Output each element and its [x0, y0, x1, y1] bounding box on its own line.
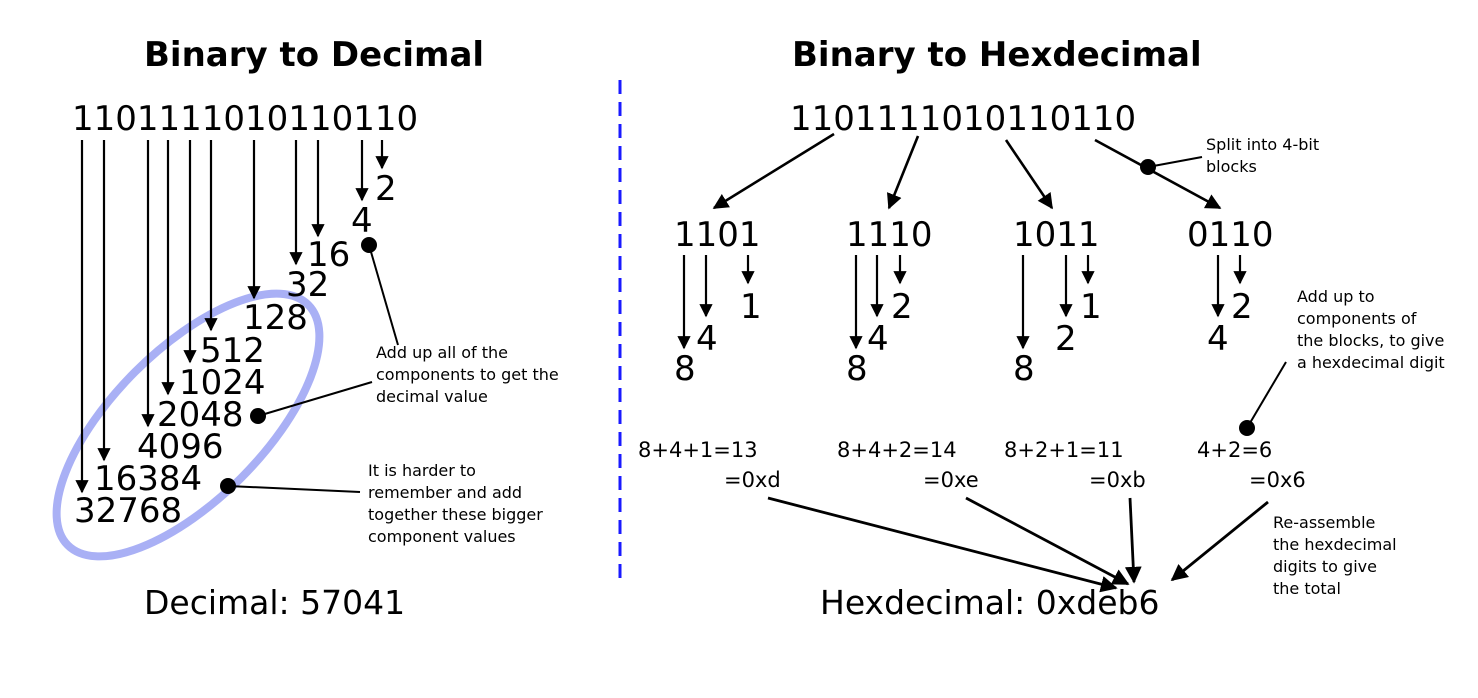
block-2-bits: 1110 — [846, 215, 933, 255]
addup-callout-dot — [1239, 420, 1255, 436]
right-title: Binary to Hexdecimal — [792, 35, 1202, 75]
block-3-component-8: 8 — [1013, 349, 1035, 389]
left-callout-dots — [220, 237, 377, 494]
note-add-components: Add up all of the components to get the … — [376, 343, 559, 406]
block-2-sum: 8+4+2=14 — [837, 438, 957, 462]
note-reassemble: Re-assemble the hexdecimal digits to giv… — [1273, 513, 1397, 598]
component-1024: 1024 — [179, 363, 266, 403]
block-3-hex: =0xb — [1089, 468, 1146, 492]
block-3-component-2: 2 — [1055, 319, 1077, 359]
decimal-result: Decimal: 57041 — [144, 583, 406, 622]
block-arrows — [677, 255, 1247, 350]
block-3-sum: 8+2+1=11 — [1004, 438, 1124, 462]
right-binary-number: 1101111010110110 — [790, 99, 1137, 139]
split-callout-dot — [1140, 159, 1156, 175]
component-32: 32 — [286, 265, 330, 305]
component-512: 512 — [200, 331, 265, 371]
split-arrows — [712, 132, 1222, 210]
component-128: 128 — [243, 298, 308, 338]
block-3-bits: 1011 — [1013, 215, 1100, 255]
component-2: 2 — [375, 169, 397, 209]
addup-callout-line — [1246, 361, 1287, 429]
left-binary-number: 1101111010110110 — [72, 99, 419, 139]
left-callouts — [227, 244, 399, 493]
note-addup: Add up to components of the blocks, to g… — [1297, 287, 1445, 372]
block-1-bits: 1101 — [674, 215, 761, 255]
component-2048: 2048 — [157, 395, 244, 435]
note-split: Split into 4-bit blocks — [1206, 135, 1320, 176]
component-16384: 16384 — [94, 459, 203, 499]
block-2-component-8: 8 — [846, 349, 868, 389]
large-components-ellipse — [52, 289, 324, 561]
block-2-component-4: 4 — [867, 319, 889, 359]
reassemble-arrows — [767, 496, 1269, 593]
component-16: 16 — [307, 235, 351, 275]
left-bit-arrows — [75, 140, 389, 494]
block-2-component-2: 2 — [891, 287, 913, 327]
block-3-component-1: 1 — [1080, 287, 1102, 327]
block-1-component-1: 1 — [740, 287, 762, 327]
component-4: 4 — [351, 201, 373, 241]
block-1-hex: =0xd — [724, 468, 781, 492]
hexdecimal-result: Hexdecimal: 0xdeb6 — [820, 583, 1160, 622]
block-4-hex: =0x6 — [1249, 468, 1306, 492]
block-4-sum: 4+2=6 — [1197, 438, 1273, 462]
component-32768: 32768 — [74, 491, 183, 531]
block-1-component-8: 8 — [674, 349, 696, 389]
block-1-sum: 8+4+1=13 — [638, 438, 758, 462]
block-2-hex: =0xe — [923, 468, 979, 492]
block-4-component-2: 2 — [1231, 287, 1253, 327]
split-callout-line — [1147, 156, 1203, 168]
block-4-bits: 0110 — [1187, 215, 1274, 255]
block-1-component-4: 4 — [696, 319, 718, 359]
block-4-component-4: 4 — [1207, 319, 1229, 359]
component-4096: 4096 — [137, 427, 224, 467]
left-title: Binary to Decimal — [144, 35, 485, 75]
note-harder: It is harder to remember and add togethe… — [368, 461, 543, 546]
